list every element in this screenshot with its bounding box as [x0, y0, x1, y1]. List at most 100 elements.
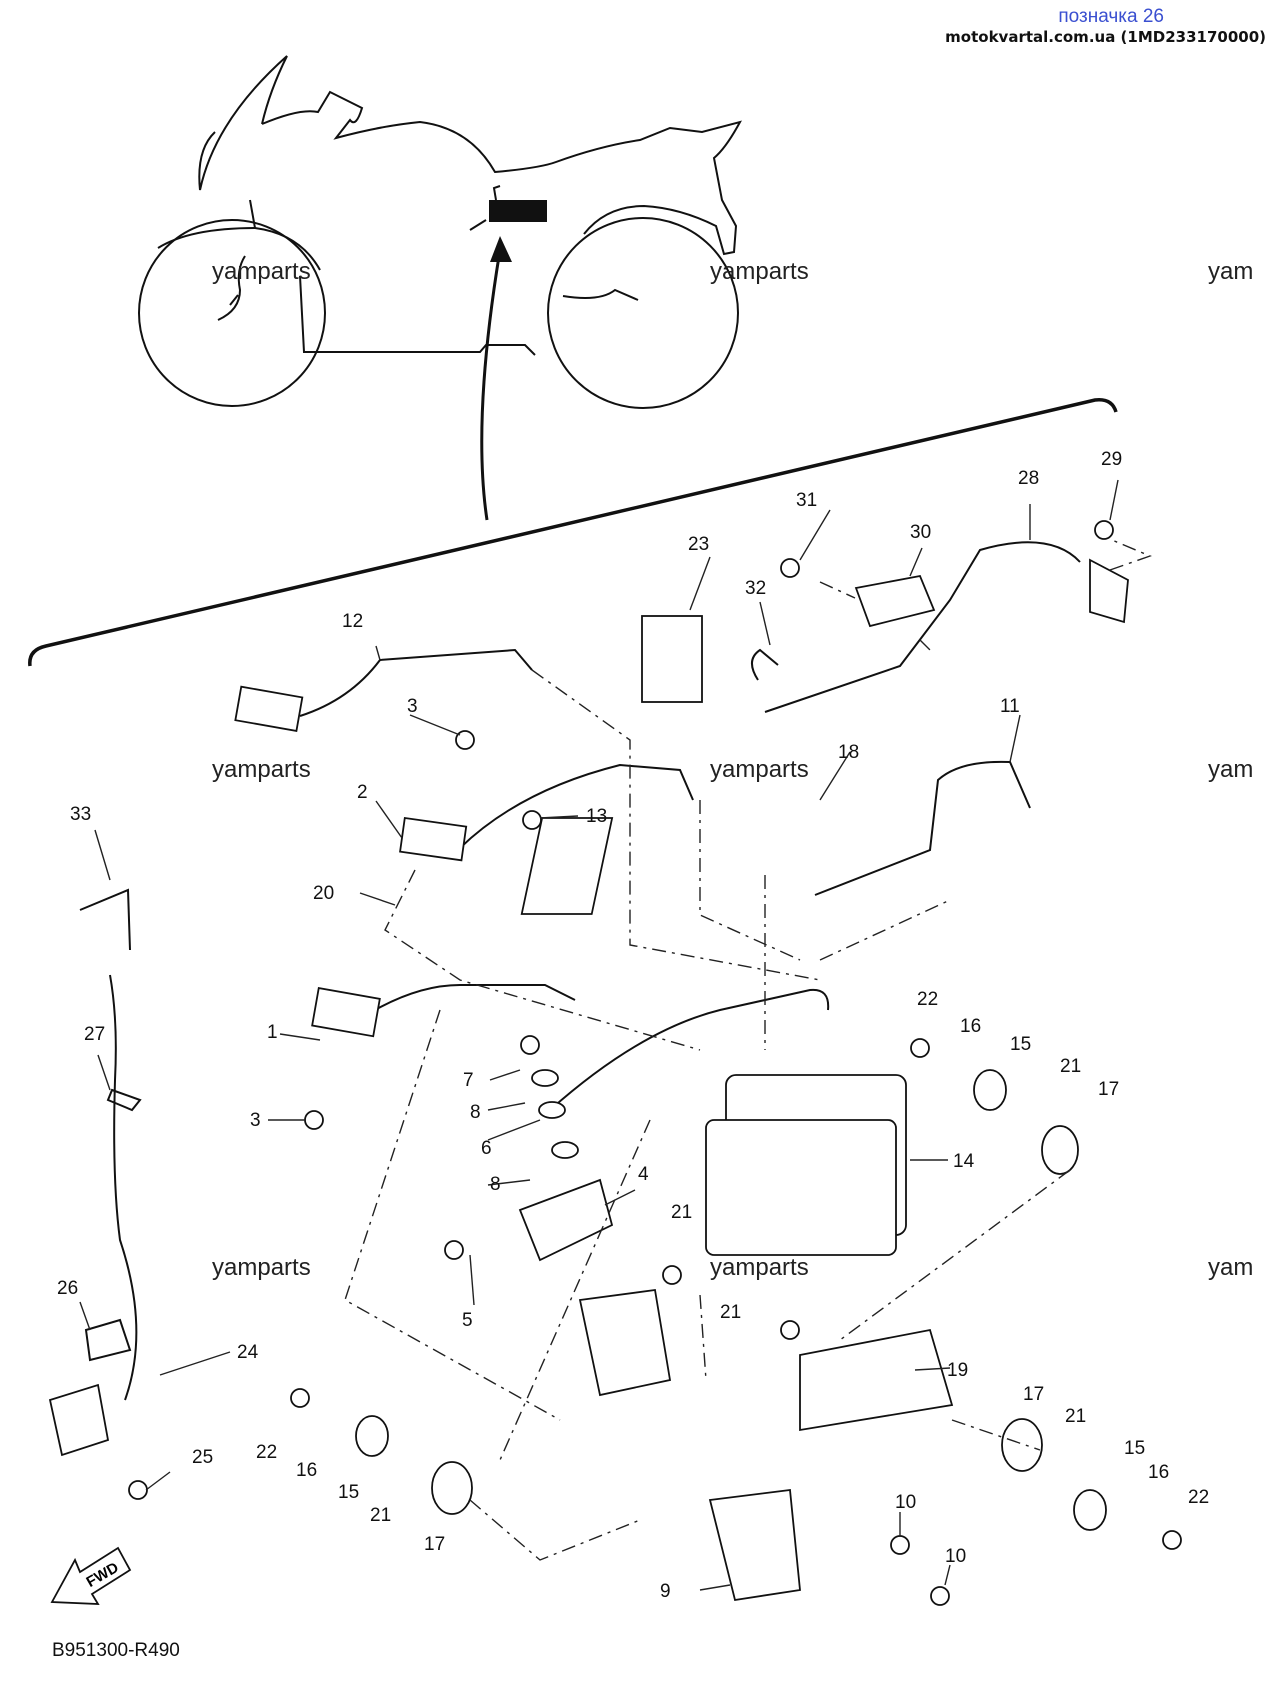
- assembly-lines: [344, 539, 1152, 1561]
- callout-1: 1: [267, 1022, 278, 1043]
- relay-23: [641, 615, 703, 703]
- callout-15b: 15: [338, 1482, 359, 1503]
- callout-17b: 17: [424, 1534, 445, 1555]
- callout-22a: 22: [917, 989, 938, 1010]
- watermark: yamparts: [212, 756, 311, 783]
- grommet-17a: [1041, 1125, 1079, 1175]
- bolt-5: [444, 1240, 464, 1260]
- bolt-31: [780, 558, 800, 578]
- callout-15a: 15: [1010, 1034, 1031, 1055]
- bolt-21b: [780, 1320, 800, 1340]
- callout-10b: 10: [945, 1546, 966, 1567]
- callout-28: 28: [1018, 468, 1039, 489]
- callout-8b: 8: [490, 1174, 501, 1195]
- joint-4: [518, 1178, 614, 1262]
- location-arrow: [480, 249, 502, 521]
- pipe-12: [299, 648, 533, 717]
- section-divider: [28, 398, 1118, 667]
- fwd-arrow-icon: FWD: [50, 1546, 132, 1605]
- callout-20: 20: [313, 883, 334, 904]
- joint-9: [708, 1488, 801, 1602]
- bolt-29: [1094, 520, 1114, 540]
- callout-3a: 3: [407, 696, 418, 717]
- header: позначка 26 motokvartal.com.ua (1MD23317…: [945, 6, 1266, 46]
- callout-17c: 17: [1023, 1384, 1044, 1405]
- callout-29: 29: [1101, 449, 1122, 470]
- clamp-32: [751, 648, 779, 681]
- washer-6: [538, 1101, 566, 1119]
- damper-15c: [1073, 1489, 1107, 1531]
- watermark: yamparts: [710, 1254, 809, 1281]
- parts: [48, 558, 1129, 1602]
- callout-22b: 22: [256, 1442, 277, 1463]
- damper-15a: [973, 1069, 1007, 1111]
- rear-brake-line: [562, 288, 639, 301]
- arrow-head: [490, 236, 512, 262]
- leader-lines: [79, 479, 1119, 1591]
- banjo-2: [399, 816, 468, 862]
- rear-wheel: [547, 217, 739, 409]
- bracket-30: [854, 574, 936, 628]
- front-wheel: [138, 219, 326, 407]
- callout-5: 5: [462, 1310, 473, 1331]
- clip-33: [79, 888, 131, 951]
- callout-32: 32: [745, 578, 766, 599]
- watermarks: yamparts yamparts yam yamparts yamparts …: [212, 258, 1253, 1281]
- sensor-24: [48, 1383, 110, 1457]
- callout-16b: 16: [296, 1460, 317, 1481]
- pipe-11: [814, 760, 1031, 896]
- callout-21a: 21: [1060, 1056, 1081, 1077]
- watermark: yam: [1208, 258, 1253, 285]
- pipe-2: [459, 763, 694, 849]
- label-18: [520, 817, 614, 915]
- callout-10a: 10: [895, 1492, 916, 1513]
- bolt-3a: [455, 730, 475, 750]
- diagram-code: B951300-R490: [52, 1640, 180, 1661]
- callout-27: 27: [84, 1024, 105, 1045]
- callout-19: 19: [947, 1360, 968, 1381]
- callout-22c: 22: [1188, 1487, 1209, 1508]
- source-site: motokvartal.com.ua (1MD233170000): [945, 28, 1266, 46]
- callouts: 1 2 3 3 4 5 6 7 8 8 9 10 10 11 12 13 14 …: [57, 449, 1209, 1602]
- banjo-1: [311, 987, 381, 1038]
- callout-4: 4: [638, 1164, 649, 1185]
- brake-pipes: [109, 541, 1081, 1401]
- watermark: yamparts: [212, 1254, 311, 1281]
- bolt-10a: [890, 1535, 910, 1555]
- callout-14: 14: [953, 1151, 975, 1172]
- bolt-25: [128, 1480, 148, 1500]
- callout-16c: 16: [1148, 1462, 1169, 1483]
- bracket-mount: [578, 1288, 672, 1397]
- bolt-10b: [930, 1586, 950, 1606]
- body-outline: [157, 55, 742, 271]
- washer-8a: [531, 1069, 559, 1087]
- pipe-1: [374, 984, 576, 1011]
- bolt-3b: [304, 1110, 324, 1130]
- frame-outline: [299, 219, 536, 356]
- callout-9: 9: [660, 1581, 671, 1602]
- watermark: yam: [1208, 756, 1253, 783]
- callout-18: 18: [838, 742, 859, 763]
- bolt-21a: [662, 1265, 682, 1285]
- front-brake-line: [217, 255, 246, 321]
- callout-25: 25: [192, 1447, 213, 1468]
- grommet-17c: [1001, 1418, 1043, 1472]
- bolt-13: [522, 810, 542, 830]
- damper-15b: [355, 1415, 389, 1457]
- callout-24: 24: [237, 1342, 259, 1363]
- callout-15c: 15: [1124, 1438, 1145, 1459]
- sensor-29: [1089, 558, 1129, 624]
- banjo-12: [234, 685, 304, 732]
- pipe-6: [549, 988, 830, 1111]
- callout-17a: 17: [1098, 1079, 1119, 1100]
- grommet-17b: [431, 1461, 473, 1515]
- callout-21e: 21: [1065, 1406, 1086, 1427]
- callout-30: 30: [910, 522, 931, 543]
- callout-8a: 8: [470, 1102, 481, 1123]
- callout-3b: 3: [250, 1110, 261, 1131]
- callout-16a: 16: [960, 1016, 981, 1037]
- washer-22b: [290, 1388, 310, 1408]
- callout-7: 7: [463, 1070, 474, 1091]
- washer-8b: [551, 1141, 579, 1159]
